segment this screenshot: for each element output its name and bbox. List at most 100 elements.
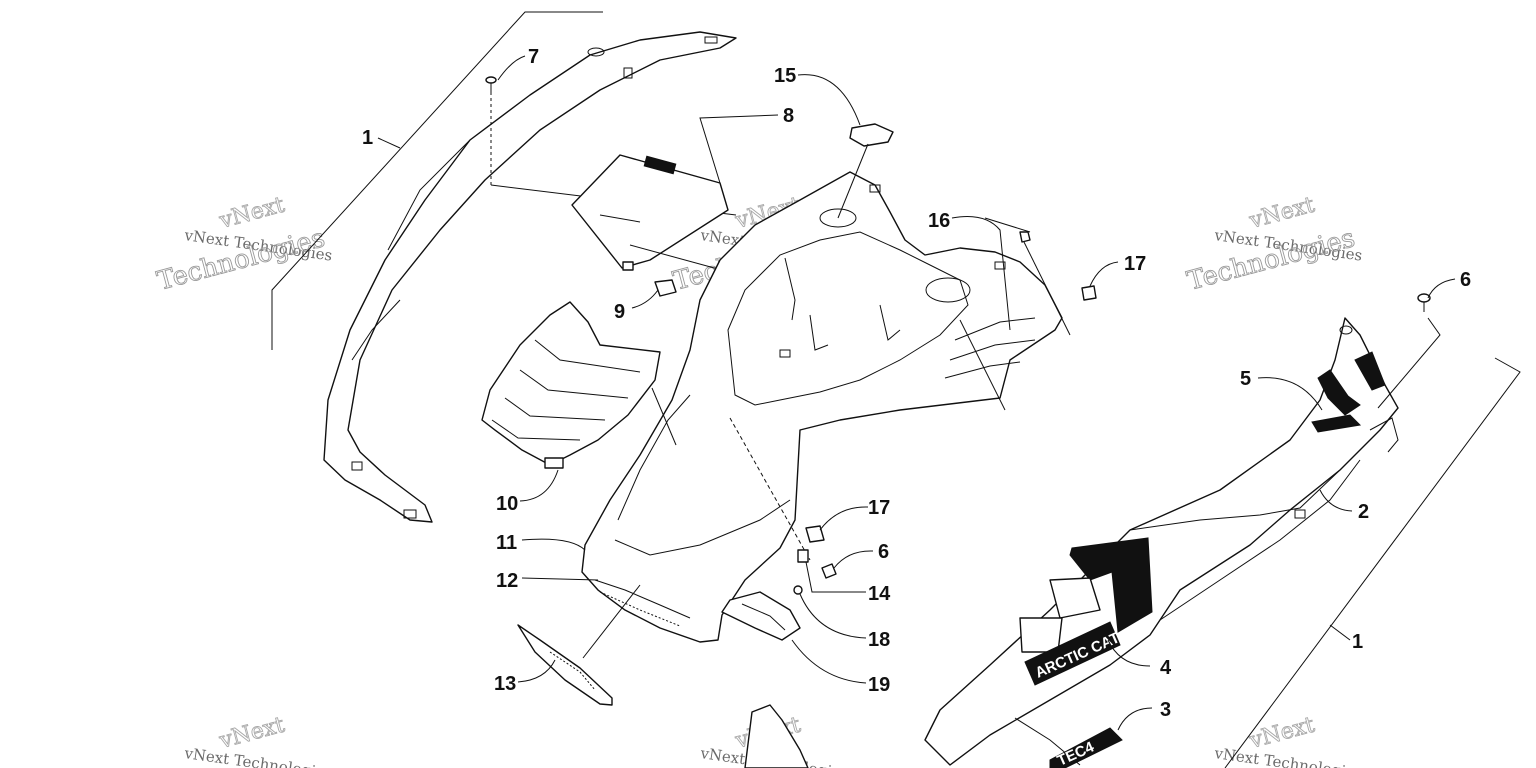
watermark-ghost: vNext [1246, 193, 1317, 235]
leader-17-upper [1089, 261, 1119, 287]
leader-6-upper [1427, 278, 1456, 299]
leader-9 [631, 289, 659, 309]
part-screw-18 [793, 585, 803, 595]
callout-8: 8 [783, 105, 794, 127]
leader-13 [517, 659, 556, 683]
plate-label [643, 155, 677, 175]
callout-13: 13 [494, 673, 516, 695]
decal-banner [1049, 727, 1123, 768]
panel-tab [351, 461, 363, 471]
callout-5: 5 [1240, 368, 1251, 390]
part-badge-13 [517, 584, 641, 706]
leader-7 [497, 55, 526, 81]
part-clip-17-upper [1081, 285, 1097, 301]
watermark-group-bottom-right: vNext vNext Technologies [1212, 712, 1363, 768]
leader-4 [1107, 639, 1151, 667]
screw-head [793, 585, 803, 595]
bracket-detail [741, 603, 786, 631]
part-decal-3: TEC4 [1049, 727, 1123, 768]
watermark-text: vNext Technologies [182, 744, 333, 768]
panel-tab [704, 36, 718, 44]
watermark-ghost: vNext [1246, 713, 1317, 755]
callout-10: 10 [496, 493, 518, 515]
callout-3: 3 [1160, 699, 1171, 721]
clip-body [1081, 285, 1097, 301]
part-fastener-14 [797, 549, 809, 563]
leader-18 [799, 593, 867, 639]
part-lens-15 [837, 123, 894, 219]
assembly-line [582, 584, 641, 659]
part-hood-11 [581, 171, 1063, 643]
hood-tab [994, 261, 1006, 270]
decal-block-light [1049, 577, 1101, 619]
callout-19: 19 [868, 674, 890, 696]
watermark-group-top-left: vNext vNext Technologies Technologies [154, 192, 334, 297]
clip-body [805, 525, 825, 543]
hood-tab [779, 349, 791, 358]
leader-11 [521, 538, 586, 551]
leader-16a [951, 216, 1011, 331]
fastener-body [797, 549, 809, 563]
decal-stripe [1311, 414, 1362, 433]
leader-lines [377, 55, 1456, 731]
leader-16b [984, 217, 1031, 233]
hood-rib [809, 314, 829, 351]
panel-edge [1129, 469, 1341, 531]
bracket-line [271, 11, 603, 350]
decal-banner [1024, 621, 1121, 686]
assembly-line [729, 417, 811, 561]
callout-4: 4 [1160, 657, 1172, 679]
hood-vent-hole [925, 277, 971, 303]
part-side-panel-right [924, 317, 1521, 768]
callout-1-right: 1 [1352, 631, 1363, 653]
assembly-line [837, 143, 869, 219]
decal-block [1069, 537, 1153, 633]
assembly-line [959, 319, 1006, 411]
hood-edge [617, 394, 691, 521]
callout-18: 18 [868, 629, 890, 651]
callout-7: 7 [528, 46, 539, 68]
vent-louver [519, 369, 629, 399]
hood-vent-hole [819, 208, 857, 228]
leader-1b [1329, 624, 1351, 641]
part-plate-8 [571, 154, 729, 271]
part-push-rivet-6-lower [821, 563, 837, 579]
leader-1a [377, 137, 401, 149]
callout-16: 16 [928, 210, 950, 232]
leader-8 [699, 114, 779, 184]
part-clip-17-lower [805, 525, 825, 543]
callout-17-lower: 17 [868, 497, 890, 519]
part-side-panel-left [271, 11, 737, 523]
vent-louver [491, 419, 581, 441]
rivet-seat [1369, 417, 1399, 453]
watermark-ghost: vNext [216, 713, 287, 755]
panel-tab [623, 67, 633, 79]
leader-15 [797, 74, 861, 126]
badge-outline [517, 624, 613, 706]
plate-outline [571, 154, 729, 269]
callout-labels: 1 1 2 3 4 5 6 6 7 8 9 10 11 12 13 14 15 … [362, 46, 1471, 721]
hood-edge [614, 499, 791, 556]
leader-2 [1319, 489, 1353, 512]
rivet-head [821, 563, 837, 579]
hood-louver [954, 317, 1036, 341]
part-grille-12 [594, 579, 691, 627]
leader-12 [521, 577, 599, 581]
callout-2: 2 [1358, 501, 1369, 523]
bracket-outline [721, 591, 801, 641]
fragment-outline [744, 704, 809, 768]
part-bracket-19 [721, 591, 801, 641]
leader-5 [1257, 377, 1323, 411]
vent-louver [534, 339, 641, 373]
watermark-text: vNext Technologies [1212, 744, 1363, 768]
panel-hole [587, 47, 605, 57]
part-push-rivet-6-upper [1369, 293, 1441, 453]
plate-tab [622, 261, 634, 271]
hood-outline [581, 171, 1063, 643]
grille-mesh [599, 591, 681, 627]
leader-17-lower [819, 506, 869, 531]
vent-outline [481, 301, 661, 466]
part-push-rivet-16 [959, 231, 1071, 411]
callout-17-upper: 17 [1124, 253, 1146, 275]
